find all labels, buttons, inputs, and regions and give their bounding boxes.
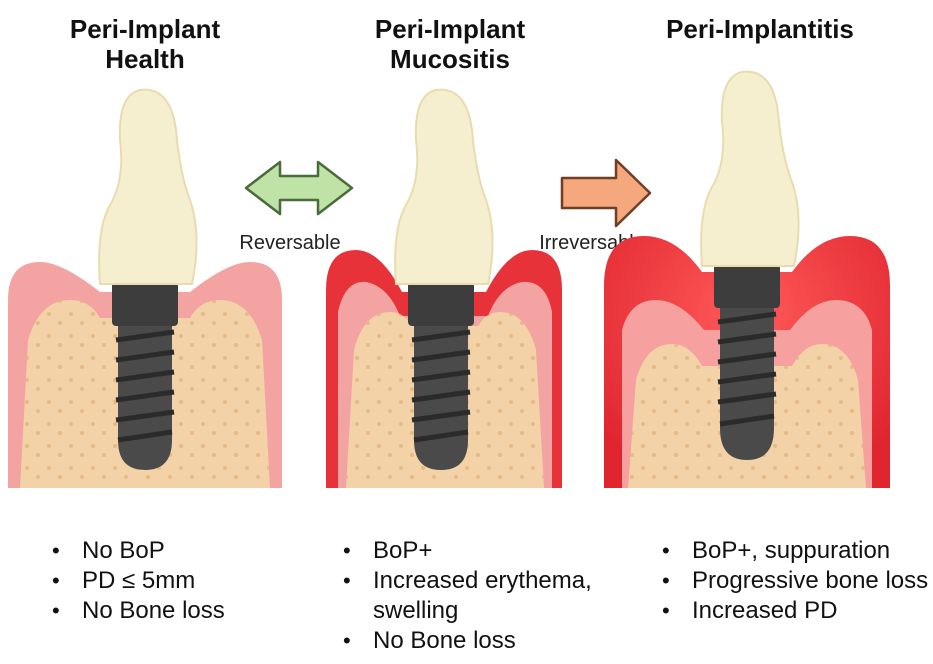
implant-screw bbox=[714, 264, 780, 460]
list-item: Progressive bone loss bbox=[662, 566, 930, 596]
list-item: PD ≤ 5mm bbox=[52, 566, 292, 596]
implant-illustration: Reversable Irreversable bbox=[0, 0, 933, 500]
list-item: No Bone loss bbox=[52, 596, 292, 626]
reversible-label: Reversable bbox=[239, 232, 340, 254]
crown bbox=[99, 90, 196, 284]
list-item: BoP+, suppuration bbox=[662, 536, 930, 566]
list-item: Increased erythema, swelling bbox=[343, 566, 613, 626]
health-criteria-list: No BoP PD ≤ 5mm No Bone loss bbox=[52, 536, 292, 626]
implant-screw bbox=[112, 282, 178, 470]
list-item: BoP+ bbox=[343, 536, 613, 566]
mucositis-criteria-list: BoP+ Increased erythema, swelling No Bon… bbox=[343, 536, 613, 656]
panel-peri-implantitis bbox=[604, 72, 890, 488]
list-item: No Bone loss bbox=[343, 626, 613, 656]
panel-health bbox=[8, 90, 282, 488]
reversible-arrow: Reversable bbox=[239, 162, 352, 254]
implant-screw bbox=[408, 282, 474, 470]
crown bbox=[395, 90, 492, 284]
crown bbox=[701, 72, 798, 266]
list-item: Increased PD bbox=[662, 596, 930, 626]
peri-implantitis-criteria-list: BoP+, suppuration Progressive bone loss … bbox=[662, 536, 930, 626]
panel-mucositis bbox=[326, 90, 562, 488]
list-item: No BoP bbox=[52, 536, 292, 566]
